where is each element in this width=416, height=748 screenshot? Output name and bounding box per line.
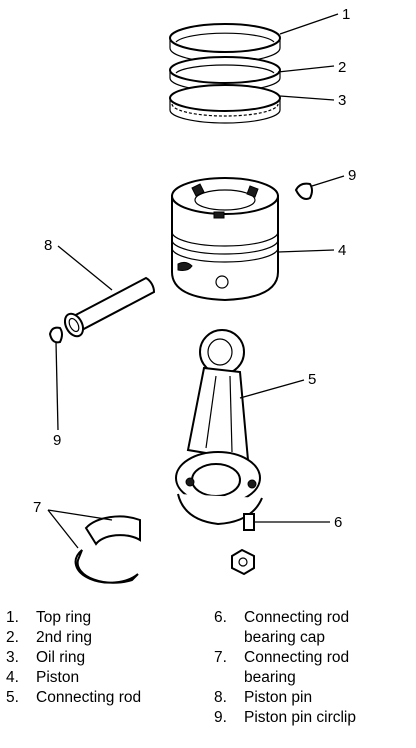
- legend-item-continuation: bearing: [214, 668, 356, 688]
- callout-9-left: 9: [53, 432, 61, 449]
- legend-label: Oil ring: [36, 649, 86, 666]
- legend-number: 7.: [214, 649, 227, 666]
- legend-label: Connecting rod: [244, 609, 350, 626]
- legend-number: 9.: [214, 709, 227, 726]
- oil-ring: [169, 84, 281, 124]
- callout-7: 7: [33, 499, 41, 516]
- piston: [171, 177, 279, 302]
- legend-label: Piston: [36, 669, 80, 686]
- circlip-right: [294, 182, 313, 200]
- legend-item-continuation: bearing cap: [214, 628, 356, 648]
- legend-spacer: [214, 668, 244, 688]
- callout-9-right: 9: [348, 167, 356, 184]
- legend-item: 9. Piston pin circlip: [214, 708, 356, 728]
- legend-label: Piston pin circlip: [244, 709, 356, 726]
- callout-3: 3: [338, 92, 346, 109]
- legend-item: 8. Piston pin: [214, 688, 356, 708]
- legend-item: 2. 2nd ring: [6, 628, 141, 648]
- circlip-left: [48, 326, 63, 344]
- top-ring: [169, 23, 281, 63]
- piston-pin: [63, 276, 156, 338]
- legend-number: 5.: [6, 689, 19, 706]
- callout-1: 1: [342, 6, 350, 23]
- bearing-shells: [74, 515, 141, 584]
- legend-number: 2.: [6, 629, 19, 646]
- legend-item: 6. Connecting rod: [214, 608, 356, 628]
- legend-spacer: [214, 628, 244, 648]
- legend-label: bearing: [244, 669, 296, 686]
- legend-label: Connecting rod: [244, 649, 350, 666]
- callout-6: 6: [334, 514, 342, 531]
- legend-item: 3. Oil ring: [6, 648, 141, 668]
- callout-5: 5: [308, 371, 316, 388]
- legend-number: 8.: [214, 689, 227, 706]
- legend-item: 4. Piston: [6, 668, 141, 688]
- legend-number: 3.: [6, 649, 19, 666]
- legend-label: Piston pin: [244, 689, 313, 706]
- callout-4: 4: [338, 242, 346, 259]
- legend-label: 2nd ring: [36, 629, 93, 646]
- exploded-diagram: 1 2 3 9 4 8 9 5 6 7: [33, 6, 356, 584]
- legend-label: bearing cap: [244, 629, 326, 646]
- legend-item: 5. Connecting rod: [6, 688, 141, 708]
- legend-label: Connecting rod: [36, 689, 142, 706]
- legend-number: 6.: [214, 609, 227, 626]
- legend-left-column: 1. Top ring 2. 2nd ring 3. Oil ring 4. Pisto…: [6, 608, 141, 708]
- connecting-rod: [175, 329, 263, 531]
- legend-item: 1. Top ring: [6, 608, 141, 628]
- legend-item: 7. Connecting rod: [214, 648, 356, 668]
- callout-8: 8: [44, 237, 52, 254]
- legend-right-column: 6. Connecting rod bearing cap 7. Connectin…: [214, 608, 356, 728]
- rod-nut: [231, 548, 255, 576]
- legend-label: Top ring: [36, 609, 92, 626]
- legend-number: 1.: [6, 609, 19, 626]
- callout-2: 2: [338, 59, 346, 76]
- legend-number: 4.: [6, 669, 19, 686]
